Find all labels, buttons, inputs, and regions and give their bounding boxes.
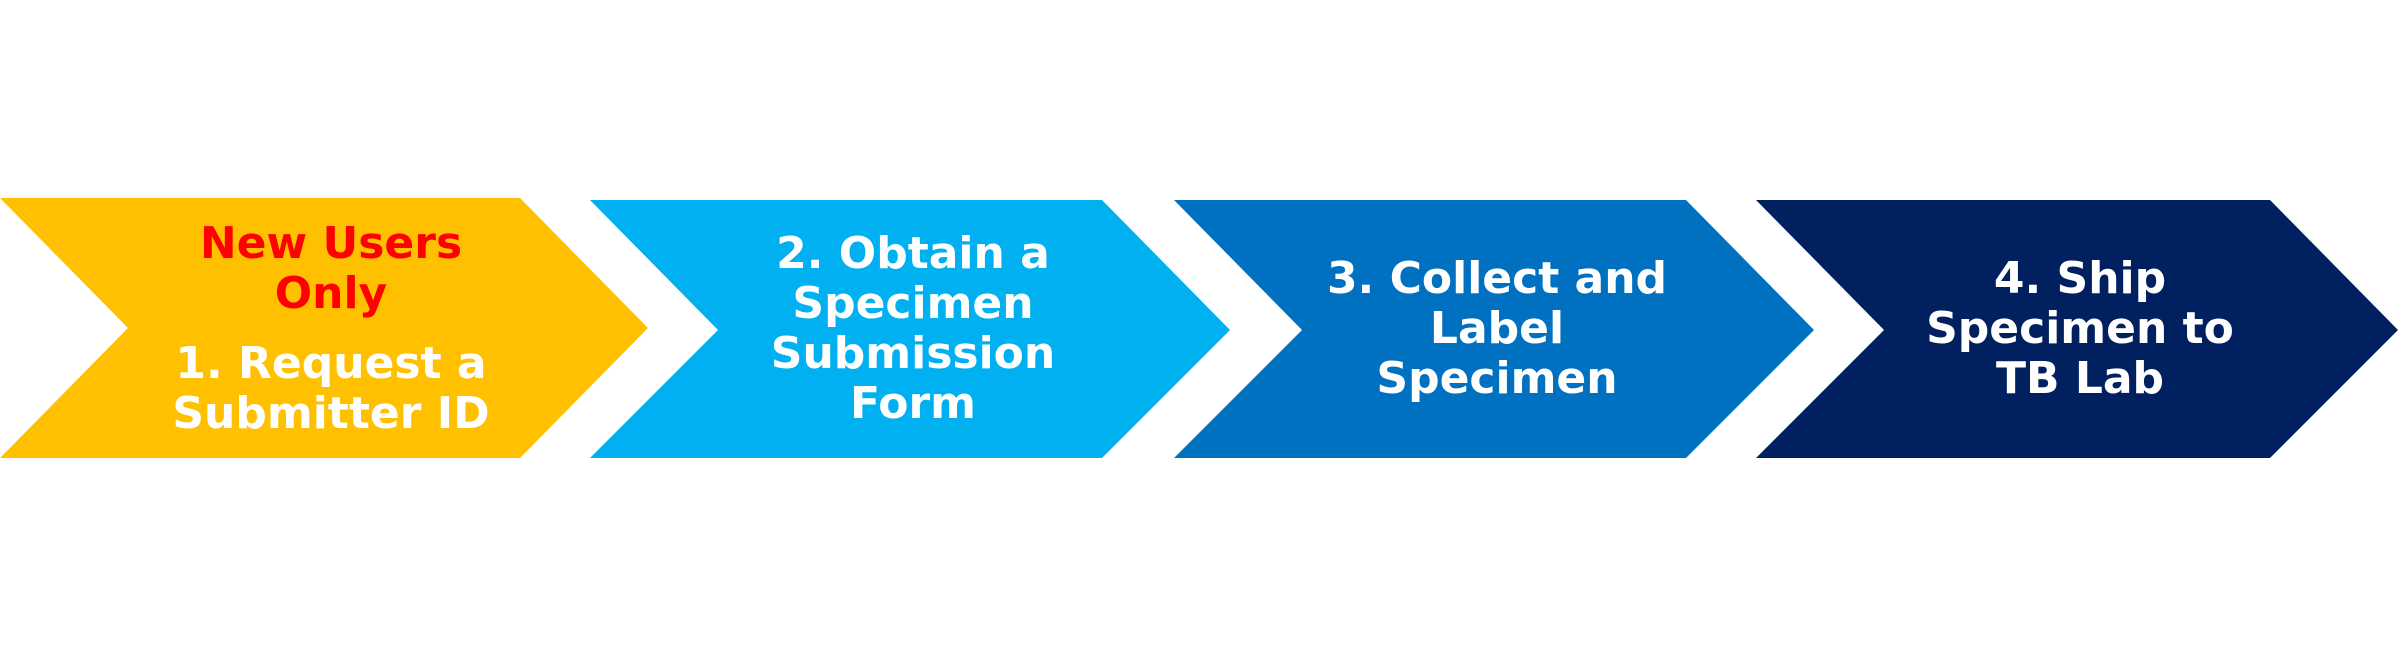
step-1-shape [0,198,648,458]
step-3-shape [1174,200,1814,458]
step-1-label-line-2: Submitter ID [172,388,489,439]
step-4-shape [1756,200,2398,458]
step-1-chevron: New Users Only 1. Request a Submitter ID [0,198,648,458]
step-2-label-line-4: Form [850,378,976,429]
step-3-label-line-1: 3. Collect and [1327,253,1667,304]
step-4-label-line-3: TB Lab [1996,353,2164,404]
step-2-label-line-3: Submission [771,328,1055,379]
step-1-label-line-1: 1. Request a [175,338,486,389]
step-3-label-line-2: Label [1430,303,1564,354]
step-3-chevron: 3. Collect and Label Specimen [1174,200,1814,458]
step-2-label-line-2: Specimen [792,278,1033,329]
step-4-label-line-2: Specimen to [1926,303,2234,354]
step-2-label-line-1: 2. Obtain a [776,228,1050,279]
step-2-chevron: 2. Obtain a Specimen Submission Form [590,200,1230,458]
step-1-note-line-2: Only [275,268,388,319]
step-1-note-line-1: New Users [200,218,462,269]
step-4-label-line-1: 4. Ship [1994,253,2166,304]
step-3-label-line-3: Specimen [1376,353,1617,404]
step-2-shape [590,200,1230,458]
step-4-chevron: 4. Ship Specimen to TB Lab [1756,200,2398,458]
